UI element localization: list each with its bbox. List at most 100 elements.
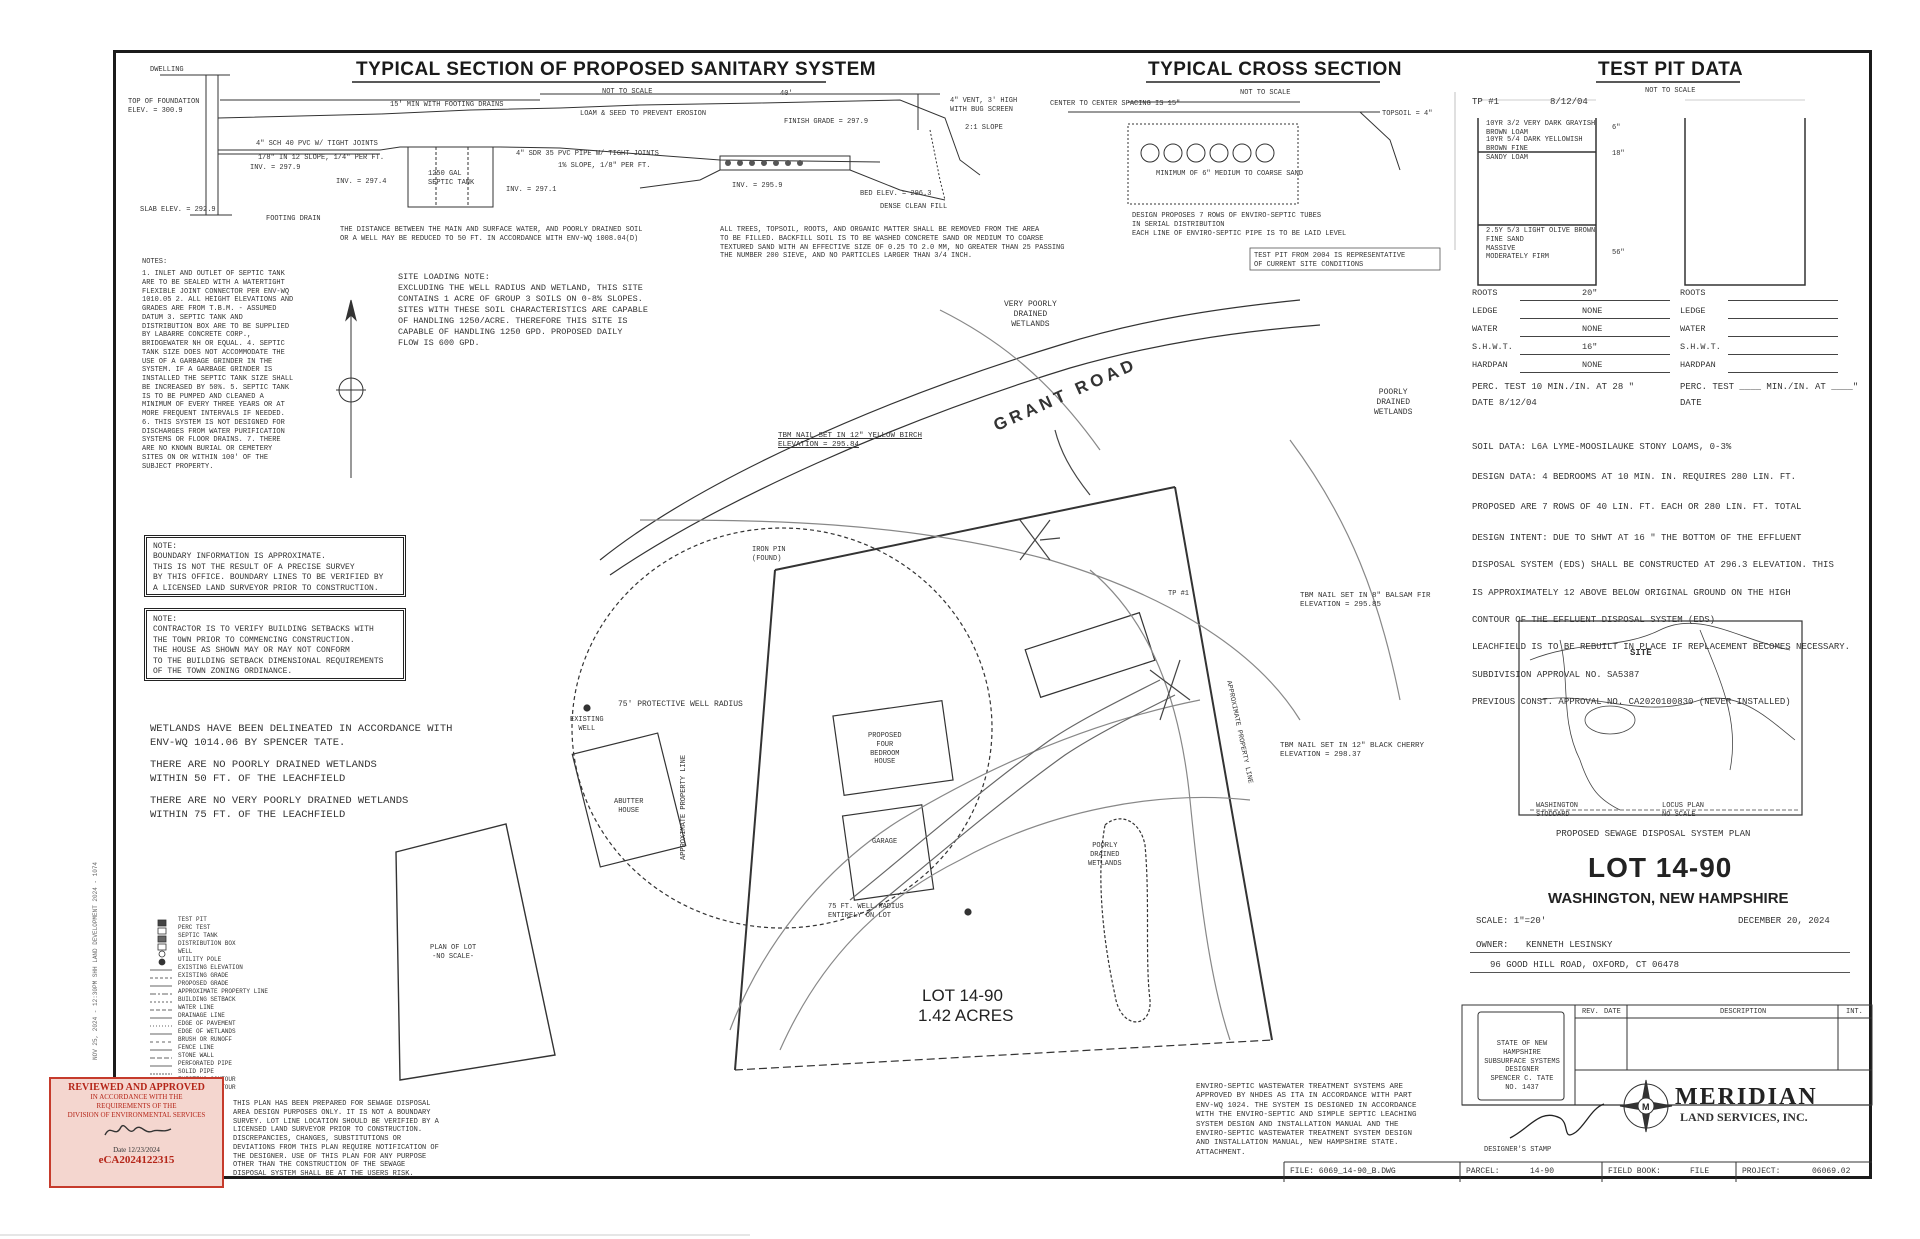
stamp-signature <box>103 1125 171 1136</box>
bed-elev-label: BED ELEV. = 296.3 <box>860 190 932 198</box>
tbm-3-label: TBM NAIL SET IN 12" BLACK CHERRY ELEVATI… <box>1280 742 1425 760</box>
project-label: PROJECT: <box>1742 1167 1781 1176</box>
legend-item: EXISTING GRADE <box>178 972 229 979</box>
approx-property-line-label: APPROXIMATE PROPERTY LINE <box>680 754 688 860</box>
topsoil-label: TOPSOIL = 4" <box>1382 110 1433 118</box>
project-value: 06069.02 <box>1812 1167 1851 1176</box>
legend-item: BRUSH OR RUNOFF <box>178 1036 233 1043</box>
field-book-value: FILE <box>1690 1167 1710 1176</box>
distance-note: THE DISTANCE BETWEEN THE MAIN AND SURFAC… <box>340 226 643 243</box>
dim-40-label: 40' <box>780 90 793 98</box>
fill-note: ALL TREES, TOPSOIL, ROOTS, AND ORGANIC M… <box>720 226 1065 261</box>
file-label: FILE: 6069_14-90_B.dwg <box>1290 1167 1396 1176</box>
locus-plan-label: LOCUS PLAN NO SCALE <box>1662 802 1705 819</box>
inv-bed-label: INV. = 295.9 <box>732 182 783 190</box>
minimum-sand-label: MINIMUM OF 6" MEDIUM TO COARSE SAND <box>1156 170 1304 178</box>
tbm-2-label: TBM NAIL SET IN 8" BALSAM FIR ELEVATION … <box>1300 592 1431 610</box>
perc-date-2: DATE <box>1680 398 1702 408</box>
slab-label: SLAB ELEV. = 292.9 <box>140 206 216 214</box>
legend-item: DRAINAGE LINE <box>178 1012 225 1019</box>
legend-item: WELL <box>178 948 193 955</box>
legend: TEST PIT PERC TEST SEPTIC TANK DISTRIBUT… <box>178 916 298 1092</box>
acres-label: 1.42 ACRES <box>918 1006 1014 1025</box>
tp-layer2: 10YR 5/4 DARK YELLOWISH BROWN FINE SANDY… <box>1486 136 1583 162</box>
legend-item: PROPOSED GRADE <box>178 980 229 987</box>
owner-label: OWNER: <box>1476 940 1509 950</box>
legend-item: WATER LINE <box>178 1004 215 1011</box>
parcel-label: PARCEL: <box>1466 1167 1500 1176</box>
rev-col-int: INT. <box>1846 1008 1863 1016</box>
perc-test-1: PERC. TEST 10 MIN./IN. AT 28 " <box>1472 382 1635 392</box>
legend-item: STONE WALL <box>178 1052 215 1059</box>
designer-signature <box>1509 1103 1605 1139</box>
cross-not-to-scale: NOT TO SCALE <box>1240 89 1291 97</box>
plan-date: DECEMBER 20, 2024 <box>1738 916 1830 926</box>
site-loading-note: SITE LOADING NOTE: EXCLUDING THE WELL RA… <box>398 272 648 349</box>
plan-prepared-note: THIS PLAN HAS BEEN PREPARED FOR SEWAGE D… <box>233 1100 439 1178</box>
legend-item: PERFORATED PIPE <box>178 1060 233 1067</box>
proposed-house-label: PROPOSED FOUR BEDROOM HOUSE <box>868 732 902 767</box>
well-radius-label: 75' PROTECTIVE WELL RADIUS <box>618 700 743 709</box>
notes-title: NOTES: <box>142 258 168 266</box>
parcel-value: 14-90 <box>1530 1167 1555 1176</box>
slope-label: 2:1 SLOPE <box>965 124 1003 132</box>
footing-label: FOOTING DRAIN <box>266 215 321 223</box>
stamp-text: IN ACCORDANCE WITH THE REQUIREMENTS OF T… <box>67 1093 206 1119</box>
side-margin-text: Nov 25, 2024 - 12:30pm SHH Land Developm… <box>92 861 99 1060</box>
legend-item: EDGE OF PAVEMENT <box>178 1020 236 1027</box>
design-intent-2: DISPOSAL SYSTEM (EDS) SHALL BE CONSTRUCT… <box>1472 560 1834 571</box>
scale-label: SCALE: 1"=20' <box>1476 916 1547 926</box>
design-data: DESIGN DATA: 4 BEDROOMS AT 10 MIN. IN. R… <box>1472 472 1797 483</box>
spacing-label: CENTER TO CENTER SPACING IS 15" <box>1050 100 1181 108</box>
legend-item: TEST PIT <box>178 916 207 923</box>
drawing-sheet <box>113 50 1872 1179</box>
existing-well-label: EXISTING WELL <box>570 716 604 733</box>
design-intent-3: IS APPROXIMATELY 12 ABOVE BELOW ORIGINAL… <box>1472 587 1791 598</box>
garage-label: GARAGE <box>872 838 898 846</box>
wetlands-note-3: THERE ARE NO VERY POORLY DRAINED WETLAND… <box>150 795 409 822</box>
tp-not-to-scale: NOT TO SCALE <box>1645 87 1696 95</box>
lot-label: LOT 14-90 <box>922 986 1003 1005</box>
plan-of-lot-label: PLAN OF LOT -NO SCALE- <box>430 944 477 961</box>
finish-grade-label: FINISH GRADE = 297.9 <box>784 118 869 126</box>
soil-data: SOIL DATA: L6A LYME-MOOSILAUKE STONY LOA… <box>1472 441 1732 452</box>
pipe1-label: 4" SCH 40 PVC W/ TIGHT JOINTS <box>256 140 378 148</box>
svg-text:M: M <box>1642 1102 1650 1112</box>
pitch2-label: 1% SLOPE, 1/8" PER FT. <box>558 162 651 170</box>
tp2-row: WATER <box>1680 324 1920 342</box>
design-data-block: SOIL DATA: L6A LYME-MOOSILAUKE STONY LOA… <box>1472 430 1862 720</box>
tp-layer1: 10YR 3/2 VERY DARK GRAYISH BROWN LOAM <box>1486 120 1596 137</box>
dwelling-label: DWELLING <box>150 66 184 74</box>
stamp-date: Date 12/23/2024 <box>113 1146 160 1155</box>
rebuild-note: LEACHFIELD IS TO BE REBUILT IN PLACE IF … <box>1472 642 1851 653</box>
top-foundation-label: TOP OF FOUNDATION ELEV. = 300.9 <box>128 98 200 115</box>
legend-item: EXISTING ELEVATION <box>178 964 243 971</box>
legend-item: BUILDING SETBACK <box>178 996 236 1003</box>
contractor-note: NOTE: CONTRACTOR IS TO VERIFY BUILDING S… <box>144 608 406 681</box>
lot-title: LOT 14-90 <box>1588 852 1733 883</box>
notes-list: 1. INLET AND OUTLET OF SEPTIC TANK ARE T… <box>142 270 294 471</box>
design-rows-label: DESIGN PROPOSES 7 ROWS OF ENVIRO-SEPTIC … <box>1132 212 1347 238</box>
locus-caption: PROPOSED SEWAGE DISPOSAL SYSTEM PLAN <box>1556 829 1751 839</box>
test-pit-note: TEST PIT FROM 2004 IS REPRESENTATIVE OF … <box>1254 252 1406 269</box>
legend-item: EDGE OF WETLANDS <box>178 1028 236 1035</box>
tank-label: 1250 GAL SEPTIC TANK <box>428 170 475 187</box>
legend-item: UTILITY POLE <box>178 956 222 963</box>
enviro-septic-note: ENVIRO-SEPTIC WASTEWATER TREATMENT SYSTE… <box>1196 1083 1417 1157</box>
tp1-row: S.H.W.T.16" <box>1472 342 1732 360</box>
legend-item: PERC TEST <box>178 924 211 931</box>
designers-stamp-label: DESIGNER'S STAMP <box>1484 1146 1552 1154</box>
perc-test-2: PERC. TEST ____ MIN./IN. AT ____" <box>1680 382 1859 392</box>
tbm-1-label: TBM NAIL SET IN 12" YELLOW BIRCH ELEVATI… <box>778 432 923 450</box>
clean-fill-label: DENSE CLEAN FILL <box>880 203 948 211</box>
wetlands-note-2: THERE ARE NO POORLY DRAINED WETLANDS WIT… <box>150 759 377 786</box>
tp-depth3: 56" <box>1612 249 1625 257</box>
tp1-plan-label: TP #1 <box>1168 590 1190 598</box>
locus-site-label: SITE <box>1630 648 1652 658</box>
not-to-scale-label: NOT TO SCALE <box>602 88 653 96</box>
